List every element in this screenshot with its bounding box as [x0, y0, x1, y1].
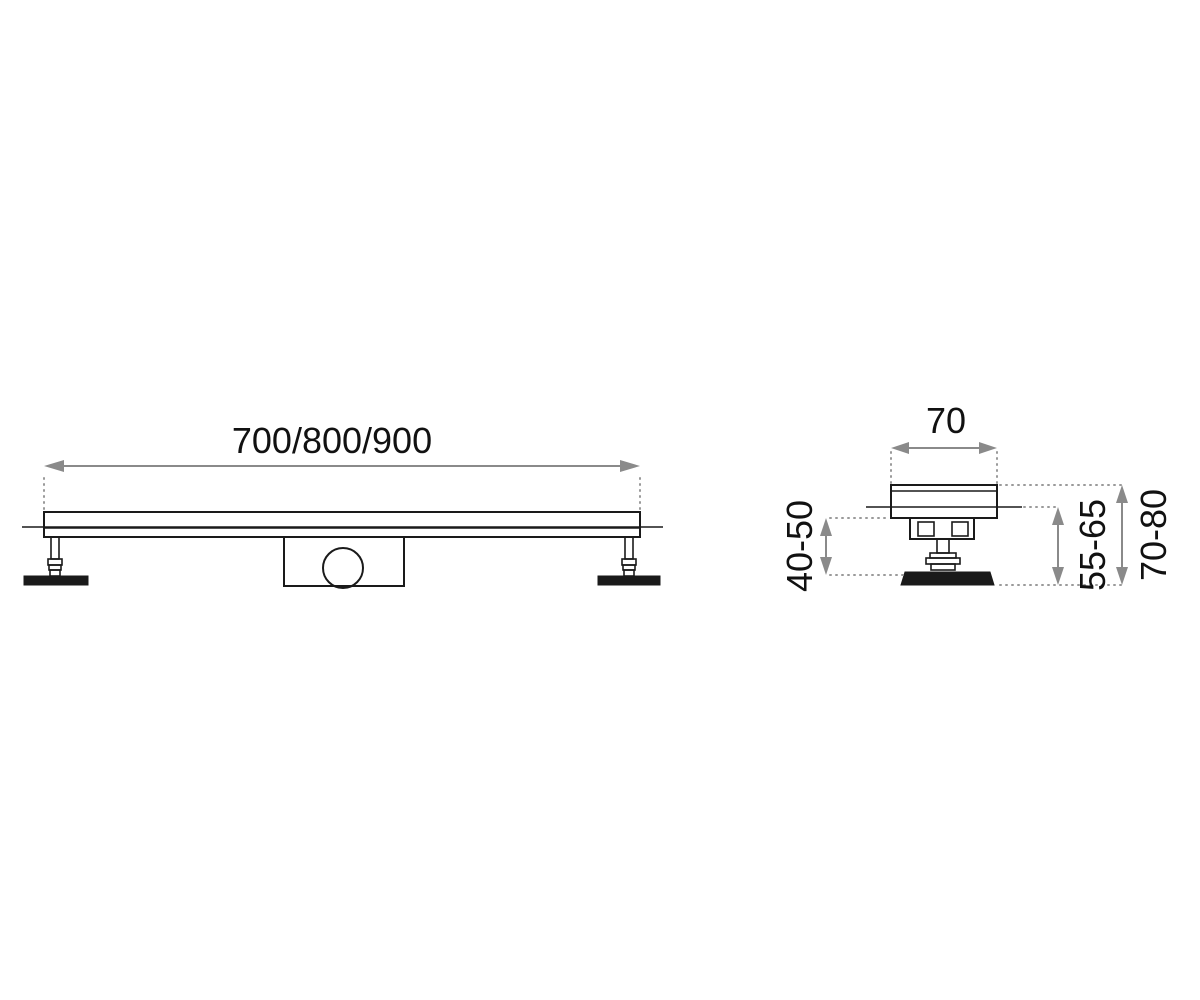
length-dimension-label: 700/800/900	[232, 420, 432, 461]
drain-channel-body	[43, 511, 641, 538]
total-height-dimension-label: 70-80	[1133, 489, 1174, 581]
outlet-pipe-circle	[322, 547, 364, 589]
channel-top-section	[890, 484, 998, 519]
right-foot-base	[597, 575, 661, 586]
width-dimension-label: 70	[926, 400, 966, 441]
total-height-dimension: 70-80	[1116, 485, 1174, 585]
mid-height-dimension: 55-65	[1052, 499, 1113, 591]
length-dimension: 700/800/900	[43, 420, 641, 511]
front-view: 700/800/900	[22, 420, 663, 589]
outlet-box	[283, 536, 405, 589]
body-height-dimension-label: 40-50	[779, 500, 820, 592]
side-view: 70 40-50 55-65 70-80	[779, 400, 1174, 592]
side-foot-base	[900, 571, 995, 586]
width-dimension: 70	[890, 400, 998, 484]
right-adjustable-foot	[597, 536, 661, 586]
left-adjustable-foot	[23, 536, 89, 586]
left-foot-base	[23, 575, 89, 586]
mid-height-dimension-label: 55-65	[1072, 499, 1113, 591]
body-height-dimension: 40-50	[779, 500, 832, 592]
foot-stem	[936, 538, 950, 554]
